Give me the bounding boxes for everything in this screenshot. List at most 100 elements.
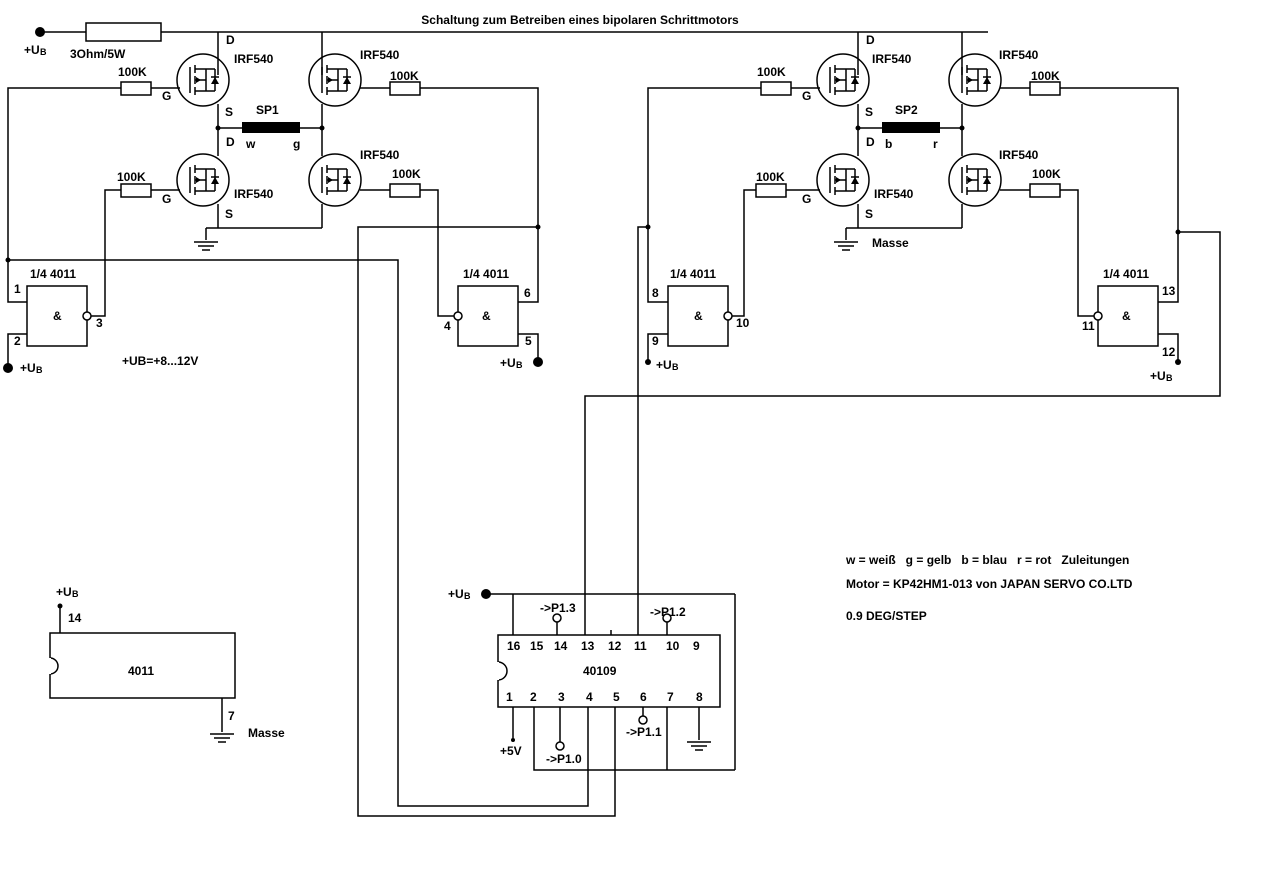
note-motor: Motor = KP42HM1-013 von JAPAN SERVO CO.L… (846, 577, 1133, 591)
ic40109-bottom-pin: 8 (696, 690, 703, 704)
ic40109-bottom-pin: 6 (640, 690, 647, 704)
q7-type: IRF540 (874, 187, 914, 201)
pin-d3: D (226, 135, 235, 149)
ic40109-bottom-pin: 5 (613, 690, 620, 704)
gate4-symbol: & (1122, 309, 1131, 323)
nand-gate-4 (1097, 285, 1159, 347)
coil1-right: g (293, 137, 300, 151)
q5-type: IRF540 (872, 52, 912, 66)
nand-gate-3 (667, 285, 729, 347)
ic40109-name: 40109 (583, 664, 617, 678)
mosfet-q6 (948, 53, 1002, 107)
ub-gate1: +U (20, 361, 36, 375)
nand-gate-1 (26, 285, 88, 347)
ic40109-top-pin: 9 (693, 639, 700, 653)
gate2-label: 1/4 4011 (463, 267, 509, 281)
ic40109-p10: ->P1.0 (546, 752, 582, 766)
supply-label: +U (24, 43, 40, 57)
pin-d1: D (226, 33, 235, 47)
g1-pin-b: 2 (14, 334, 21, 348)
ub-gate2-sub: B (516, 360, 523, 370)
wiring-left (3, 87, 616, 817)
ic40109-top-pin: 16 (507, 639, 521, 653)
pin-s7: S (865, 207, 873, 221)
coil2-left: b (885, 137, 892, 151)
r6-label: 100K (1031, 69, 1060, 83)
wiring-right (584, 87, 1221, 594)
g4-pin-b: 12 (1162, 345, 1176, 359)
supply-resistor-label: 3Ohm/5W (70, 47, 126, 61)
g2-pin-b: 5 (525, 334, 532, 348)
coil1-left: w (245, 137, 256, 151)
g3-pin-out: 10 (736, 316, 750, 330)
r5-label: 100K (757, 65, 786, 79)
ub-4011-sub: B (72, 589, 79, 599)
ic40109-bottom-pin: 3 (558, 690, 565, 704)
title: Schaltung zum Betreiben eines bipolaren … (421, 13, 739, 27)
g2-pin-a: 4 (444, 319, 451, 333)
gate1-label: 1/4 4011 (30, 267, 76, 281)
ic40109-p13: ->P1.3 (540, 601, 576, 615)
h-bridge-1 (120, 53, 421, 251)
ic40109-bottom-pin: 1 (506, 690, 513, 704)
coil-sp1 (242, 122, 300, 133)
ub-gate1-sub: B (36, 365, 43, 375)
ub-gate3: +U (656, 358, 672, 372)
ub-4011: +U (56, 585, 72, 599)
mosfet-q8 (948, 153, 1002, 207)
pin-d7: D (866, 135, 875, 149)
note-step: 0.9 DEG/STEP (846, 609, 927, 623)
r2-label: 100K (390, 69, 419, 83)
masse-label-2: Masse (248, 726, 285, 740)
g1-pin-out: 3 (96, 316, 103, 330)
r3-label: 100K (117, 170, 146, 184)
g1-pin-a: 1 (14, 282, 21, 296)
pin-g5: G (802, 89, 811, 103)
gate1-symbol: & (53, 309, 62, 323)
ub-gate4-sub: B (1166, 373, 1173, 383)
gate3-label: 1/4 4011 (670, 267, 716, 281)
ic40109-bottom-pin: 4 (586, 690, 593, 704)
q2-type: IRF540 (360, 48, 400, 62)
mosfet-q1 (176, 53, 230, 107)
q3-type: IRF540 (234, 187, 274, 201)
ub-gate2: +U (500, 356, 516, 370)
gate4-label: 1/4 4011 (1103, 267, 1149, 281)
nand-gate-2 (457, 285, 519, 347)
ub-40109: +U (448, 587, 464, 601)
ub-40109-sub: B (464, 591, 471, 601)
q1-type: IRF540 (234, 52, 274, 66)
r8-label: 100K (1032, 167, 1061, 181)
gates (26, 285, 1159, 347)
h-bridge-2 (755, 53, 1061, 251)
ic40109-top-pin: 14 (554, 639, 568, 653)
r4-label: 100K (392, 167, 421, 181)
mosfet-q7 (816, 153, 870, 207)
ub-formula: +UB=+8...12V (122, 354, 198, 368)
mosfet-q4 (308, 153, 362, 207)
g2-pin-out: 6 (524, 286, 531, 300)
ic40109-bottom-pin: 2 (530, 690, 537, 704)
g3-pin-b: 9 (652, 334, 659, 348)
ic40109-top-pin: 15 (530, 639, 544, 653)
ic40109-p11: ->P1.1 (626, 725, 662, 739)
ic4011-gnd-pin: 7 (228, 709, 235, 723)
r7-label: 100K (756, 170, 785, 184)
ub-gate4: +U (1150, 369, 1166, 383)
ic40109-top-pin: 12 (608, 639, 622, 653)
pin-d5: D (866, 33, 875, 47)
mosfet-q5 (816, 53, 870, 107)
coil2-name: SP2 (895, 103, 918, 117)
r1-label: 100K (118, 65, 147, 79)
q4-type: IRF540 (360, 148, 400, 162)
pin-s3: S (225, 207, 233, 221)
note-legend: w = weiß g = gelb b = blau r = rot Zulei… (845, 553, 1129, 567)
ic40109-5v: +5V (500, 744, 522, 758)
ic40109-top-pin: 11 (634, 639, 647, 653)
pin-g7: G (802, 192, 811, 206)
coil2-right: r (933, 137, 938, 151)
ic40109-top-pin: 10 (666, 639, 680, 653)
